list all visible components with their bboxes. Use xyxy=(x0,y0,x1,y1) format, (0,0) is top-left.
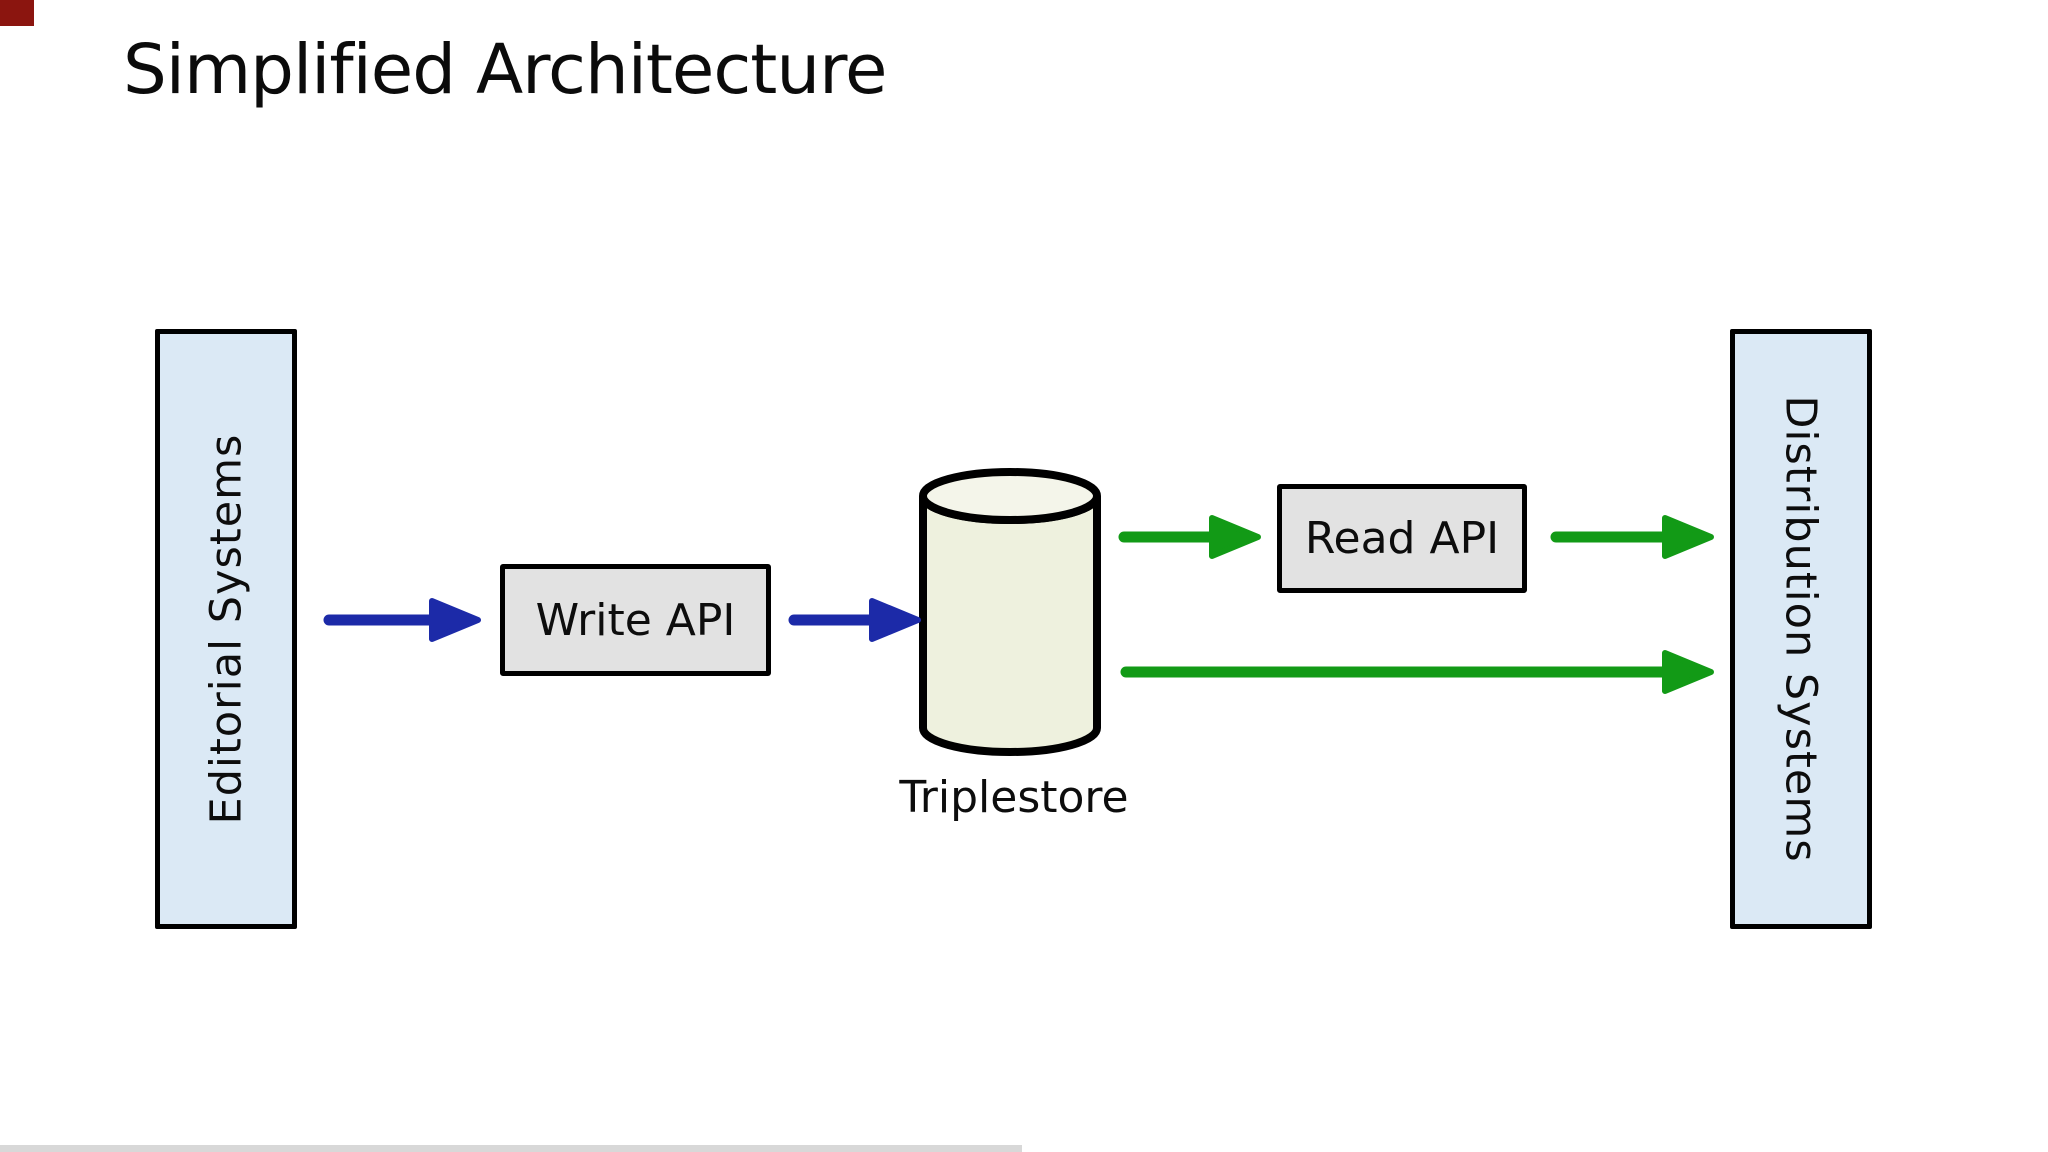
triplestore-label: Triplestore xyxy=(899,772,1129,823)
arrow-read-api-to-distribution xyxy=(1550,515,1714,559)
distribution-systems-box: Distribution Systems xyxy=(1730,329,1872,929)
editorial-systems-label: Editorial Systems xyxy=(201,433,252,825)
arrow-triplestore-to-read-api xyxy=(1118,515,1261,559)
write-api-box: Write API xyxy=(500,564,771,676)
editorial-systems-box: Editorial Systems xyxy=(155,329,297,929)
read-api-label: Read API xyxy=(1304,513,1500,564)
arrow-editorial-to-write-api xyxy=(323,598,481,642)
arrow-head xyxy=(1662,650,1714,694)
arrow-triplestore-to-distribution xyxy=(1120,650,1714,694)
database-cylinder-icon xyxy=(919,468,1101,756)
red-corner-mark xyxy=(0,0,34,26)
arrow-head xyxy=(1209,515,1261,559)
arrow-head xyxy=(1662,515,1714,559)
arrow-head xyxy=(429,598,481,642)
read-api-box: Read API xyxy=(1277,484,1527,593)
cylinder-body xyxy=(919,495,1101,756)
cylinder-top xyxy=(919,468,1101,524)
page-title: Simplified Architecture xyxy=(123,30,887,110)
arrow-head xyxy=(869,598,921,642)
arrow-write-api-to-triplestore xyxy=(788,598,921,642)
bottom-edge-artifact xyxy=(0,1145,1022,1152)
distribution-systems-label: Distribution Systems xyxy=(1776,395,1826,863)
write-api-label: Write API xyxy=(535,594,736,646)
